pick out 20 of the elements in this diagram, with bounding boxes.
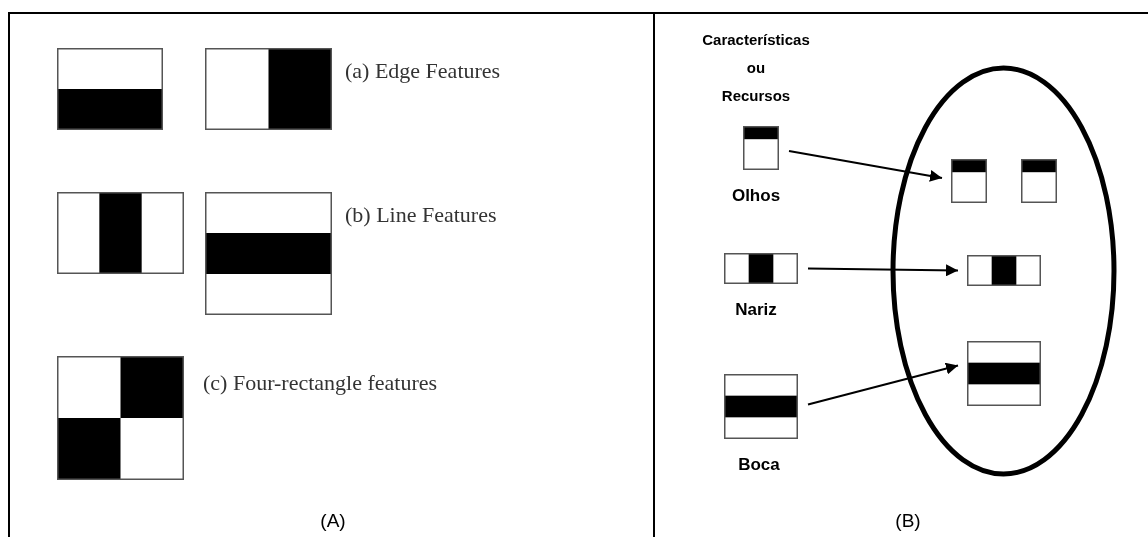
haar-feature-icon — [951, 159, 987, 203]
feature-caption: (b) Line Features — [345, 202, 497, 228]
panel-label: (B) — [895, 510, 921, 532]
feature-caption: (a) Edge Features — [345, 58, 501, 84]
arrow — [807, 362, 959, 406]
arrow — [788, 150, 943, 182]
haar-feature-icon — [724, 374, 798, 439]
panel-label: (A) — [320, 510, 346, 532]
column-heading: Características ou Recursos — [701, 30, 811, 106]
feature-caption: (c) Four-rectangle features — [203, 370, 438, 396]
feature-label: Boca — [738, 455, 780, 475]
haar-feature-icon — [967, 341, 1041, 406]
arrow — [807, 264, 959, 277]
feature-label: Nariz — [735, 300, 777, 320]
haar-feature-icon — [967, 255, 1041, 286]
feature-label: Olhos — [731, 186, 781, 206]
haar-feature-icon — [743, 126, 779, 170]
haar-feature-icon — [724, 253, 798, 284]
face-outline-ellipse — [890, 65, 1117, 477]
haar-feature-icon — [1021, 159, 1057, 203]
